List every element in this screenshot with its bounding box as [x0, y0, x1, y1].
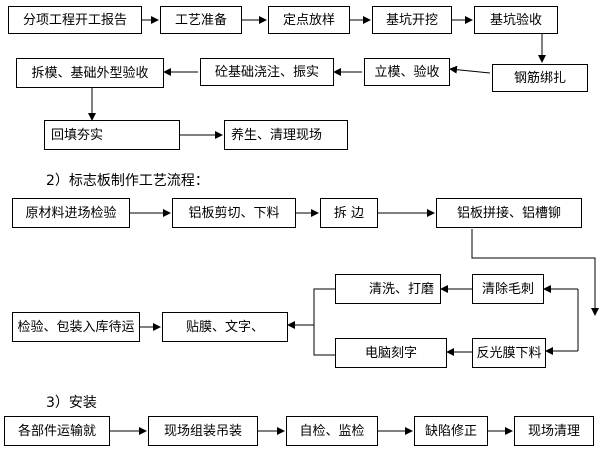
s2-deburring: 清除毛刺: [472, 274, 544, 304]
s2-film-lettering: 贴膜、文字、: [162, 312, 288, 342]
section2-heading: 2）标志板制作工艺流程：: [46, 173, 209, 189]
connector-s2-drop: [471, 229, 599, 316]
s1-setting-out: 定点放样: [268, 6, 350, 34]
s2-computer-engraving: 电脑刻字: [335, 338, 447, 368]
s3-defect-correction: 缺陷修正: [414, 416, 488, 446]
s1-curing-cleanup: 养生、清理现场: [224, 120, 348, 150]
s2-reflective-film-cutting: 反光膜下料: [472, 338, 546, 368]
s2-panel-joining: 铝板拼接、铝槽铆: [436, 198, 582, 228]
s3-self-inspection: 自检、监检: [286, 416, 378, 446]
s1-process-preparation: 工艺准备: [160, 6, 242, 34]
s2-edge-folding: 拆 边: [320, 198, 378, 228]
arrow-s1-6-7: [449, 65, 491, 74]
s3-site-assembly: 现场组装吊装: [148, 416, 258, 446]
s1-formwork-acceptance: 立模、验收: [364, 58, 450, 86]
s1-concrete-pouring: 砼基础浇注、振实: [200, 58, 334, 86]
s1-rebar-tying: 钢筋绑扎: [492, 64, 588, 92]
connector-s2-left-bracket: [313, 288, 335, 356]
s2-cleaning-polishing: 清洗、打磨: [335, 274, 441, 304]
s2-aluminum-cutting: 铝板剪切、下料: [172, 198, 296, 228]
s3-site-cleanup: 现场清理: [514, 416, 594, 446]
s1-form-removal: 拆模、基础外型验收: [16, 58, 164, 88]
s3-transport-parts: 各部件运输就: [4, 416, 110, 446]
section3-heading: 3）安装: [46, 395, 97, 411]
s2-inspection-packing: 检验、包装入库待运: [12, 312, 140, 342]
s1-pit-acceptance: 基坑验收: [474, 6, 558, 34]
s2-material-inspection: 原材料进场检验: [12, 198, 130, 228]
s1-backfill: 回填夯实: [44, 120, 180, 150]
s1-start-report: 分项工程开工报告: [8, 6, 142, 34]
s1-pit-excavation: 基坑开挖: [372, 6, 452, 34]
